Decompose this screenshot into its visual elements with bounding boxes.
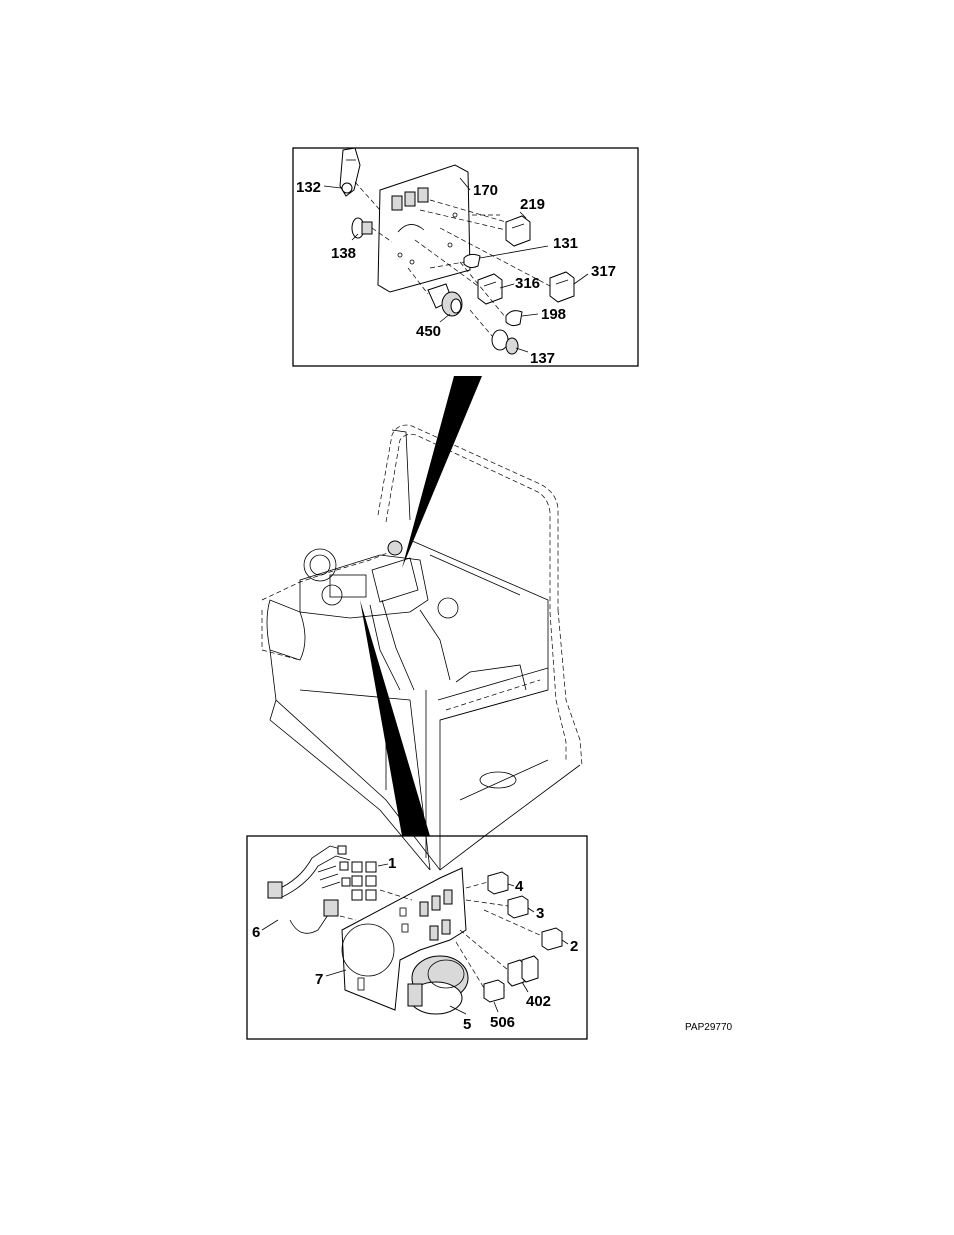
callout-132: 132 <box>296 179 321 196</box>
wiring-harness <box>267 845 351 934</box>
rocker-switch-317 <box>549 271 575 303</box>
knob <box>351 217 373 239</box>
switch-506 <box>483 979 505 1003</box>
bottom-inset: 1 4 3 6 2 7 402 5 506 <box>246 835 588 1040</box>
callout-6: 6 <box>252 924 260 941</box>
callout-402: 402 <box>526 993 551 1010</box>
top-inset-frame <box>292 147 639 367</box>
rocker-switch-316 <box>477 273 503 305</box>
machine-frame <box>261 424 583 871</box>
instrument-gauge <box>407 955 469 1015</box>
callout-198: 198 <box>541 306 566 323</box>
buzzer <box>427 283 463 317</box>
key-switch <box>339 147 361 197</box>
switch-2 <box>541 927 563 951</box>
callout-317: 317 <box>591 263 616 280</box>
callout-316: 316 <box>515 275 540 292</box>
callout-219: 219 <box>520 196 545 213</box>
callout-170: 170 <box>473 182 498 199</box>
callout-131: 131 <box>553 235 578 252</box>
cap-198 <box>505 310 523 327</box>
indicator-lamp <box>491 329 519 355</box>
figure-id: PAP29770 <box>685 1022 733 1033</box>
switch-3 <box>507 895 529 919</box>
cap-131 <box>463 253 481 269</box>
switch-402 <box>507 955 539 987</box>
callout-137: 137 <box>530 350 555 367</box>
bottom-pointer-wedge <box>360 600 430 836</box>
top-inset: 132 170 219 138 131 316 317 198 450 137 <box>292 147 639 367</box>
callout-3: 3 <box>536 905 544 922</box>
callout-506: 506 <box>490 1014 515 1031</box>
callout-138: 138 <box>331 245 356 262</box>
callout-5: 5 <box>463 1016 471 1033</box>
rocker-switch-219 <box>505 215 531 247</box>
callout-1: 1 <box>388 855 396 872</box>
callout-2: 2 <box>570 938 578 955</box>
bottom-inset-frame <box>246 835 588 1040</box>
callout-450: 450 <box>416 323 441 340</box>
panel-plate <box>377 164 471 293</box>
callout-7: 7 <box>315 971 323 988</box>
top-pointer-wedge <box>402 376 482 568</box>
callout-4: 4 <box>515 878 524 895</box>
relay-block <box>351 861 377 901</box>
switch-4 <box>487 871 509 895</box>
